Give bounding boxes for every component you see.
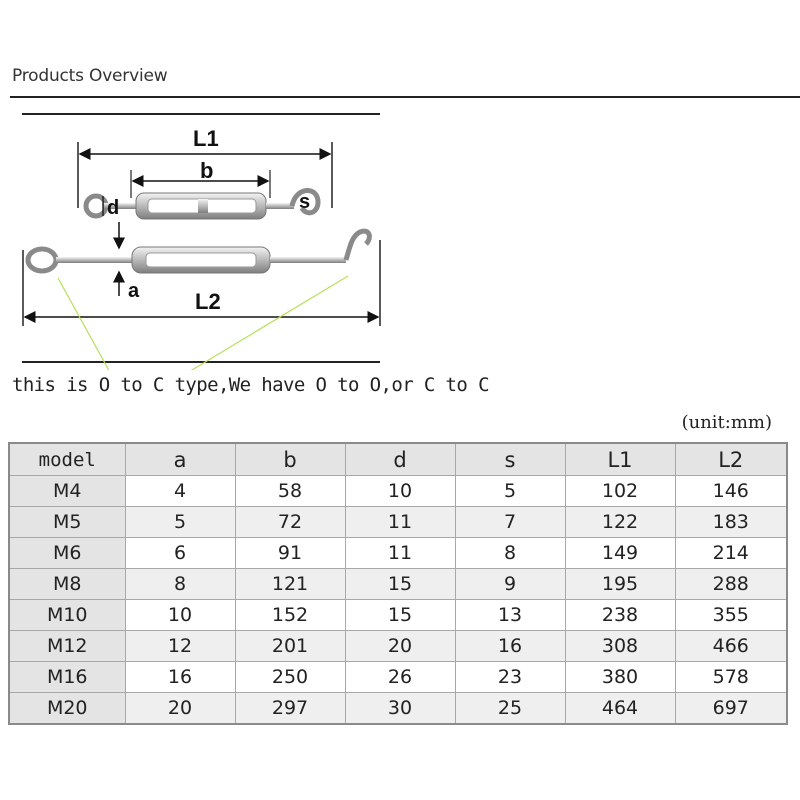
column-header: model xyxy=(8,442,126,476)
column-header: L1 xyxy=(564,442,676,476)
column-header: d xyxy=(344,442,456,476)
value-cell: 578 xyxy=(674,661,788,693)
label-a: a xyxy=(128,280,140,302)
value-cell: 72 xyxy=(234,506,346,538)
value-cell: 149 xyxy=(564,537,676,569)
unit-note: (unit:mm) xyxy=(681,412,772,433)
value-cell: 16 xyxy=(454,630,566,662)
value-cell: 8 xyxy=(124,568,236,600)
column-header: b xyxy=(234,442,346,476)
column-header: a xyxy=(124,442,236,476)
model-cell: M12 xyxy=(8,630,126,662)
value-cell: 297 xyxy=(234,692,346,725)
value-cell: 201 xyxy=(234,630,346,662)
value-cell: 13 xyxy=(454,599,566,631)
value-cell: 250 xyxy=(234,661,346,693)
value-cell: 238 xyxy=(564,599,676,631)
value-cell: 11 xyxy=(344,506,456,538)
value-cell: 25 xyxy=(454,692,566,725)
value-cell: 5 xyxy=(454,475,566,507)
value-cell: 308 xyxy=(564,630,676,662)
label-b: b xyxy=(200,158,213,183)
value-cell: 152 xyxy=(234,599,346,631)
value-cell: 466 xyxy=(674,630,788,662)
label-s: s xyxy=(299,191,310,213)
model-cell: M4 xyxy=(8,475,126,507)
value-cell: 20 xyxy=(344,630,456,662)
value-cell: 122 xyxy=(564,506,676,538)
value-cell: 10 xyxy=(344,475,456,507)
model-cell: M5 xyxy=(8,506,126,538)
value-cell: 26 xyxy=(344,661,456,693)
value-cell: 146 xyxy=(674,475,788,507)
value-cell: 183 xyxy=(674,506,788,538)
turnbuckle-diagram: L1 b d s a L2 xyxy=(22,113,381,370)
value-cell: 288 xyxy=(674,568,788,600)
value-cell: 4 xyxy=(124,475,236,507)
value-cell: 10 xyxy=(124,599,236,631)
value-cell: 15 xyxy=(344,568,456,600)
pointer-line-c-end xyxy=(190,275,349,370)
value-cell: 195 xyxy=(564,568,676,600)
value-cell: 16 xyxy=(124,661,236,693)
value-cell: 12 xyxy=(124,630,236,662)
value-cell: 8 xyxy=(454,537,566,569)
label-l2: L2 xyxy=(195,289,221,314)
model-cell: M6 xyxy=(8,537,126,569)
model-cell: M10 xyxy=(8,599,126,631)
value-cell: 102 xyxy=(564,475,676,507)
value-cell: 121 xyxy=(234,568,346,600)
model-cell: M20 xyxy=(8,692,126,725)
value-cell: 15 xyxy=(344,599,456,631)
value-cell: 6 xyxy=(124,537,236,569)
table-header-row: model a b d s L1 L2 xyxy=(8,442,788,476)
model-cell: M16 xyxy=(8,661,126,693)
type-caption: this is O to C type,We have O to O,or C … xyxy=(12,374,490,396)
pointer-line-o-end xyxy=(57,277,110,370)
column-header: s xyxy=(454,442,566,476)
label-l1: L1 xyxy=(193,126,219,151)
model-cell: M8 xyxy=(8,568,126,600)
page-title: Products Overview xyxy=(12,66,168,86)
value-cell: 20 xyxy=(124,692,236,725)
column-header: L2 xyxy=(674,442,788,476)
value-cell: 23 xyxy=(454,661,566,693)
value-cell: 30 xyxy=(344,692,456,725)
label-d: d xyxy=(107,197,119,219)
value-cell: 355 xyxy=(674,599,788,631)
turnbuckle-bottom xyxy=(25,228,372,274)
value-cell: 58 xyxy=(234,475,346,507)
value-cell: 5 xyxy=(124,506,236,538)
turnbuckle-top xyxy=(83,188,321,220)
value-cell: 214 xyxy=(674,537,788,569)
value-cell: 9 xyxy=(454,568,566,600)
value-cell: 464 xyxy=(564,692,676,725)
title-divider xyxy=(10,96,800,98)
value-cell: 380 xyxy=(564,661,676,693)
value-cell: 11 xyxy=(344,537,456,569)
value-cell: 91 xyxy=(234,537,346,569)
value-cell: 7 xyxy=(454,506,566,538)
value-cell: 697 xyxy=(674,692,788,725)
